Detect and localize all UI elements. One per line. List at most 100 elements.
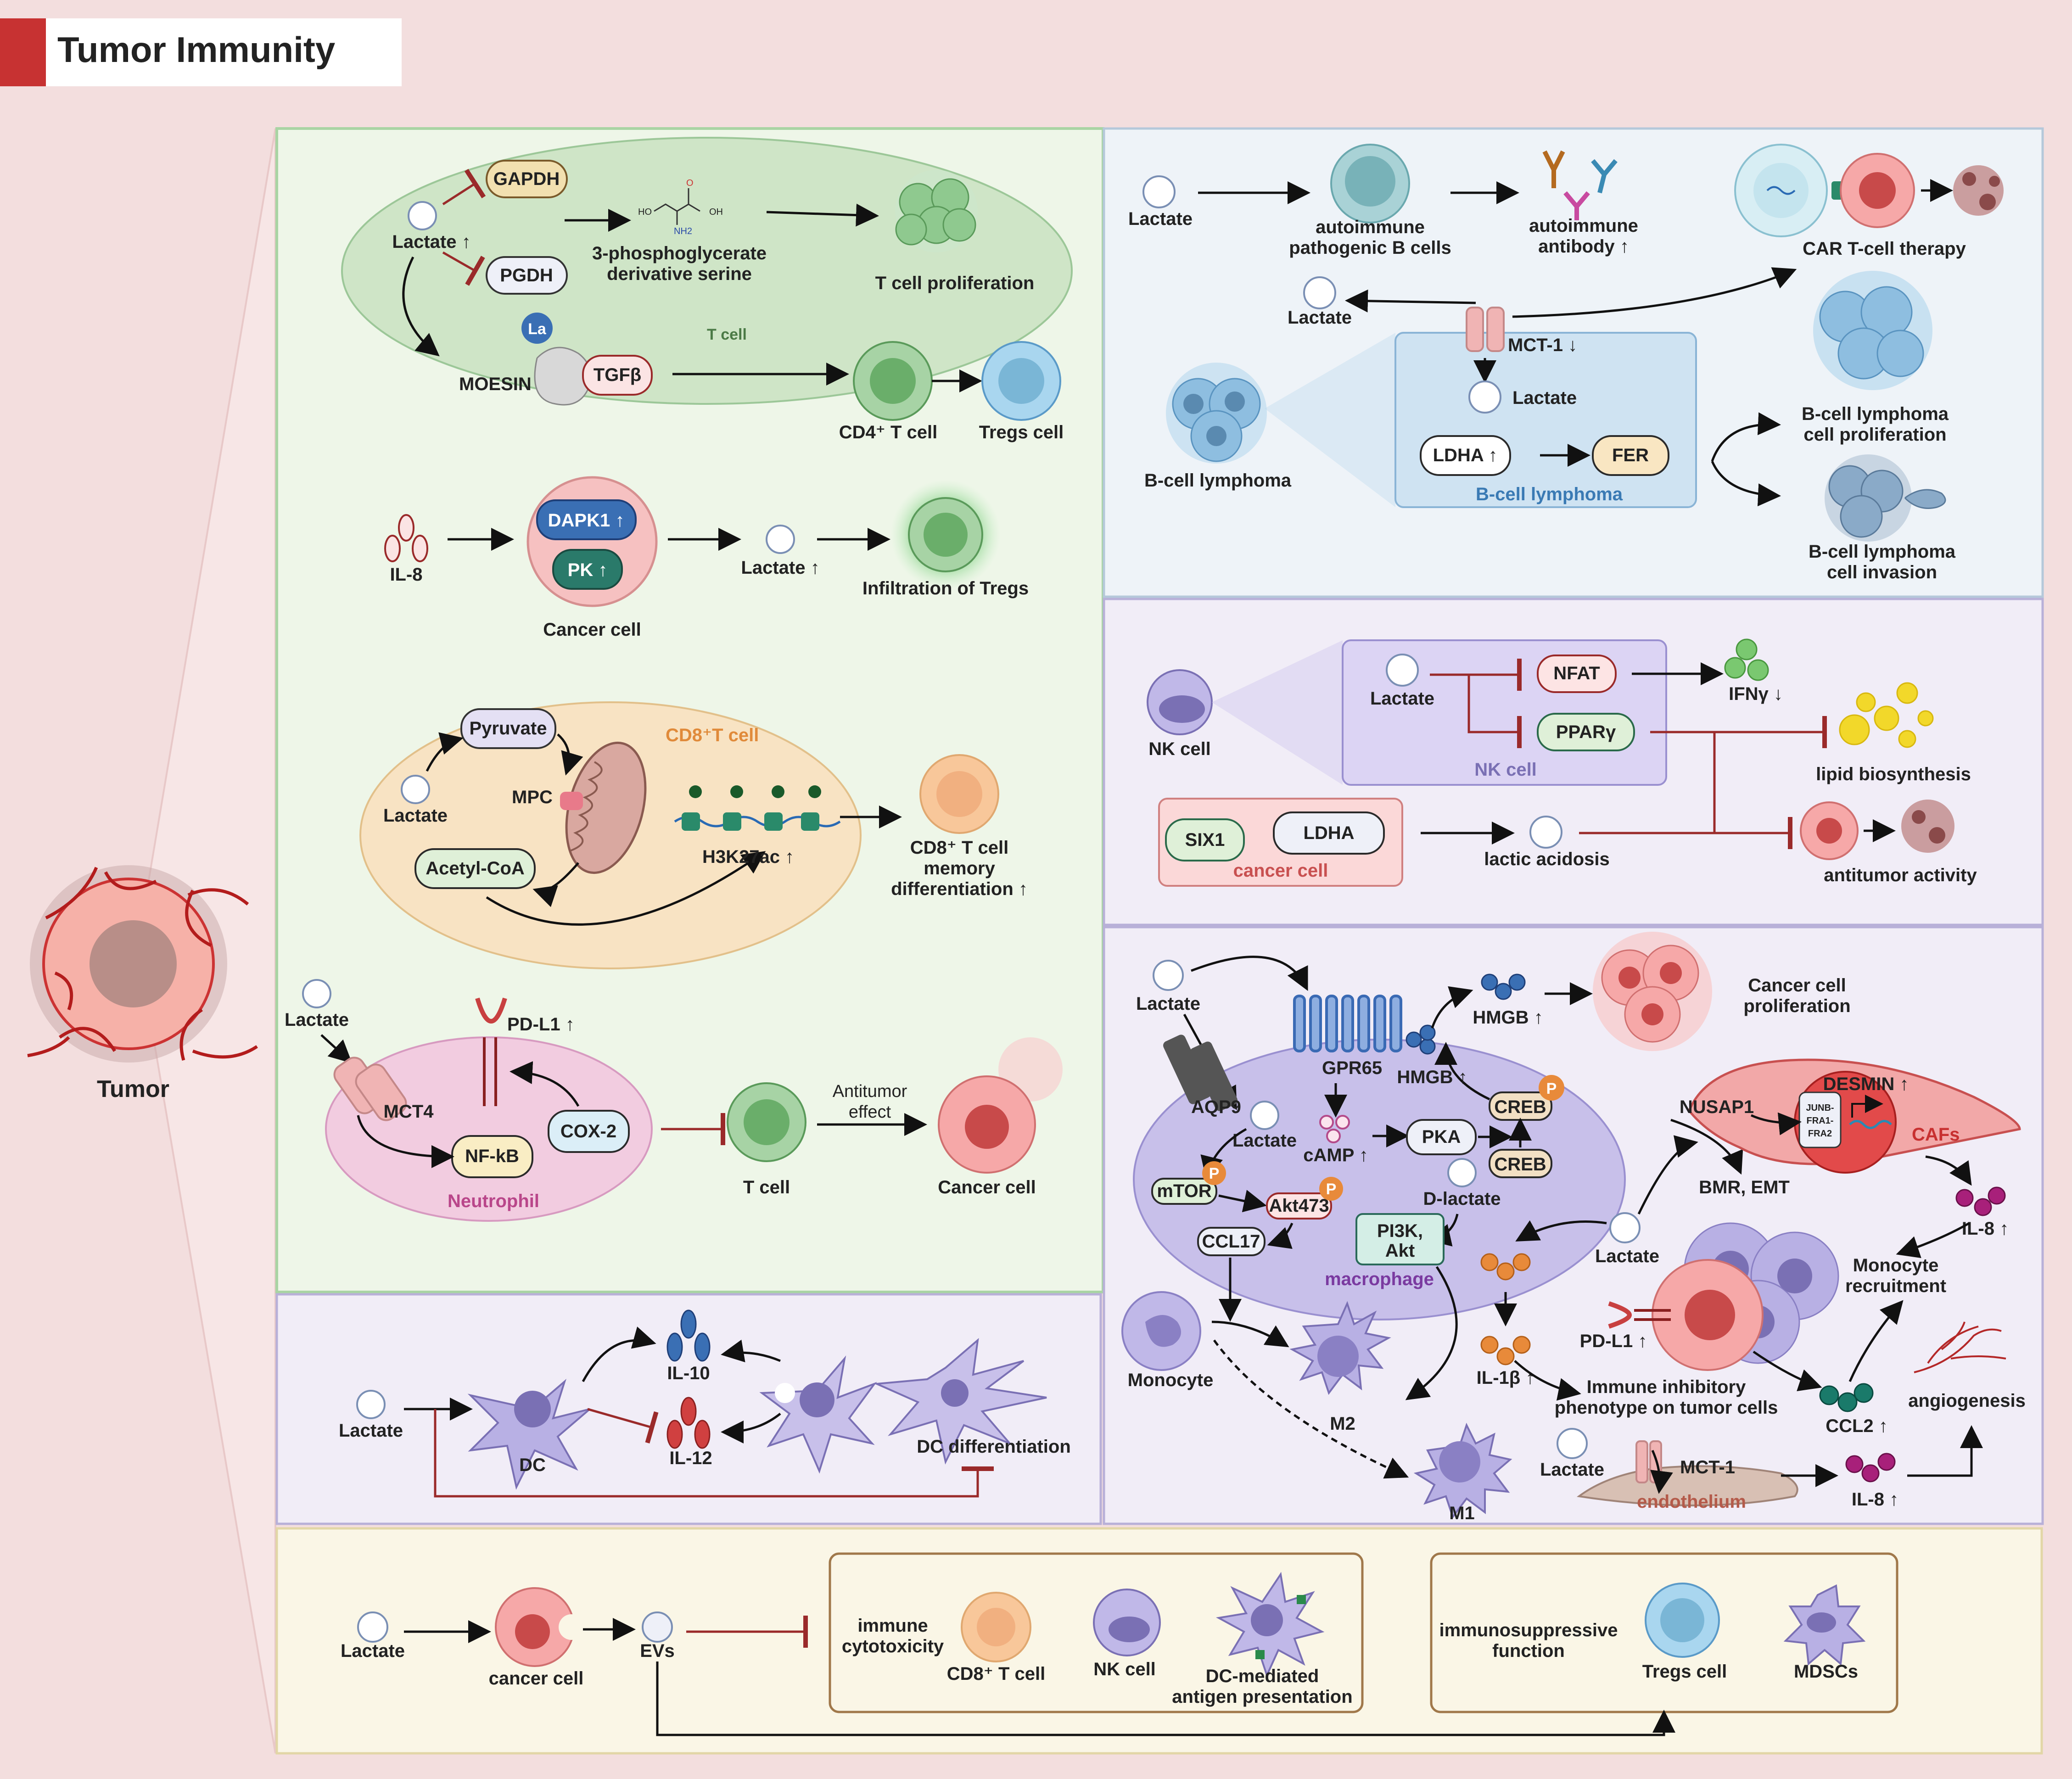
- monocyte-label: Monocyte: [1128, 1370, 1214, 1390]
- moesin-protein-icon: [534, 347, 592, 406]
- nfat-label: NFAT: [1553, 663, 1600, 683]
- camp-label: cAMP ↑: [1303, 1145, 1368, 1165]
- mono-rec-2: recruitment: [1845, 1276, 1946, 1296]
- bmr-label: BMR, EMT: [1699, 1177, 1790, 1197]
- cd8-mem-3: differentiation ↑: [891, 879, 1028, 899]
- proliferating-tcells-icon: [895, 170, 978, 252]
- il12-label: IL-12: [669, 1448, 712, 1468]
- mct1-transporter-icon: [1466, 307, 1505, 352]
- m2-label: M2: [1330, 1414, 1355, 1434]
- m1-macrophage-icon: [1413, 1422, 1512, 1519]
- ldha-pill: [1273, 811, 1385, 855]
- nk-label: NK cell: [1093, 1659, 1156, 1679]
- lactate-label: Lactate: [383, 806, 448, 826]
- nk-label: NK cell: [1148, 739, 1211, 759]
- bcell-box-label: B-cell lymphoma: [1476, 484, 1623, 504]
- phospho-icon-3: [1319, 1177, 1343, 1201]
- pd-l1-icon: [475, 997, 507, 1106]
- acetyl-coa-pill: [414, 848, 536, 889]
- antitumor-2: effect: [849, 1102, 891, 1122]
- mitochondrion-icon: [560, 741, 647, 874]
- gpr65-receptor-icon: [1293, 995, 1402, 1052]
- endo-label: endothelium: [1637, 1492, 1746, 1512]
- cancer-box-label: cancer cell: [1233, 861, 1328, 881]
- lactate-label-2: Lactate: [1288, 308, 1352, 328]
- pi3k-2: Akt: [1385, 1241, 1415, 1261]
- il8-b-label: IL-8 ↑: [1852, 1489, 1898, 1510]
- il8-a-label: IL-8 ↑: [1962, 1219, 2009, 1239]
- infiltration-label: Infiltration of Tregs: [862, 578, 1029, 599]
- il8-b-icon: [1845, 1453, 1896, 1482]
- bcell-section: Lactate autoimmune pathogenic B cells au…: [1128, 144, 2004, 582]
- isf-2: function: [1492, 1641, 1565, 1661]
- tcell-label: T cell: [743, 1177, 790, 1197]
- mtor-pill: [1151, 1178, 1217, 1205]
- il1b-label: IL-1β ↑: [1477, 1368, 1535, 1388]
- gapdh-label: GAPDH: [493, 169, 560, 189]
- lactate-b-icon: [1609, 1212, 1641, 1243]
- imm-1: Immune inhibitory: [1587, 1377, 1746, 1397]
- tcell-metabolism-section: T cell Lactate ↑ GAPDH PGDH HO OH O NH2 …: [341, 137, 1073, 442]
- il1b-icon: [1480, 1336, 1531, 1365]
- lactate-icon: [356, 1390, 386, 1419]
- lactate-label: Lactate ↑: [741, 558, 819, 578]
- pd-l1-receptor-icon: [1608, 1301, 1671, 1329]
- six1-label: SIX1: [1185, 830, 1225, 850]
- lipid-label: lipid biosynthesis: [1816, 764, 1971, 784]
- cd4-label: CD4⁺ T cell: [839, 422, 938, 442]
- bl-inv-1: B-cell lymphoma: [1809, 542, 1956, 562]
- bl-prolif-1: B-cell lymphoma: [1802, 404, 1949, 424]
- dapk1-pill: [536, 499, 637, 540]
- dc-icon: [467, 1378, 591, 1490]
- acidosis-icon: [1529, 816, 1562, 849]
- cafs-fibroblast-icon: [1688, 1058, 2021, 1174]
- pdl1-label: PD-L1 ↑: [507, 1014, 575, 1035]
- imm-cyto-1: immune: [857, 1616, 928, 1636]
- pk-pill: [552, 549, 623, 590]
- phospho-label-2: P: [1209, 1165, 1220, 1182]
- il8-label: IL-8: [390, 565, 422, 585]
- cancer-label: cancer cell: [489, 1668, 584, 1689]
- macrophage-section: Lactate AQP9 Lactate GPR65 cAMP ↑ PKA CR…: [1121, 932, 2026, 1523]
- evs-label: EVs: [640, 1641, 675, 1661]
- auto-ab-2: antibody ↑: [1538, 236, 1629, 257]
- creb2-label: CREB: [1494, 1154, 1546, 1175]
- auto-b-2: pathogenic B cells: [1289, 238, 1451, 258]
- angio-label: angiogenesis: [1908, 1391, 2026, 1411]
- desmin-label: DESMIN ↑: [1823, 1074, 1909, 1094]
- page-title: Tumor Immunity: [57, 29, 335, 70]
- antitumor-label: antitumor activity: [1824, 865, 1977, 885]
- ppar-pill: [1537, 713, 1635, 751]
- il1b-cluster-icon: [1480, 1253, 1531, 1281]
- pgdh-label: PGDH: [500, 265, 553, 285]
- serine-structure: HO OH O NH2: [638, 178, 723, 236]
- histone-icon: [674, 785, 841, 831]
- ifng-icon: [1724, 638, 1769, 681]
- lactate-c-label: Lactate: [1540, 1460, 1604, 1480]
- zoom-wedge: [1265, 333, 1395, 507]
- tgfb-label: TGFβ: [594, 365, 641, 385]
- hmgb-top-icon: [1481, 973, 1526, 1000]
- cancer-prolif-icon: [1593, 932, 1712, 1051]
- tregs-label: Tregs cell: [1642, 1662, 1727, 1682]
- lactate-icon: [1142, 175, 1176, 208]
- ccl17-label: CCL17: [1202, 1231, 1260, 1252]
- serine-nh2: NH2: [674, 226, 692, 236]
- neutrophil-label: Neutrophil: [448, 1191, 539, 1211]
- acidosis-label: lactic acidosis: [1484, 849, 1609, 869]
- ldha-label: LDHA: [1303, 823, 1354, 843]
- junb-2: FRA1-: [1807, 1116, 1834, 1126]
- m2-macrophage-icon: [1289, 1301, 1391, 1395]
- dcm-2: antigen presentation: [1172, 1687, 1352, 1707]
- serine-o: O: [686, 178, 694, 188]
- serine-label-2: derivative serine: [607, 264, 752, 284]
- acetyl-coa-label: Acetyl-CoA: [426, 858, 525, 878]
- pyruvate-pill: [460, 708, 556, 749]
- cancer-label: Cancer cell: [938, 1177, 1036, 1197]
- lactate-label-3: Lactate: [1512, 388, 1577, 408]
- akt-pill: [1266, 1192, 1332, 1220]
- tumor-cluster-icon: [1652, 1222, 1839, 1371]
- lipid-droplets-icon: [1839, 682, 1934, 748]
- title-bar: Tumor Immunity: [0, 18, 402, 86]
